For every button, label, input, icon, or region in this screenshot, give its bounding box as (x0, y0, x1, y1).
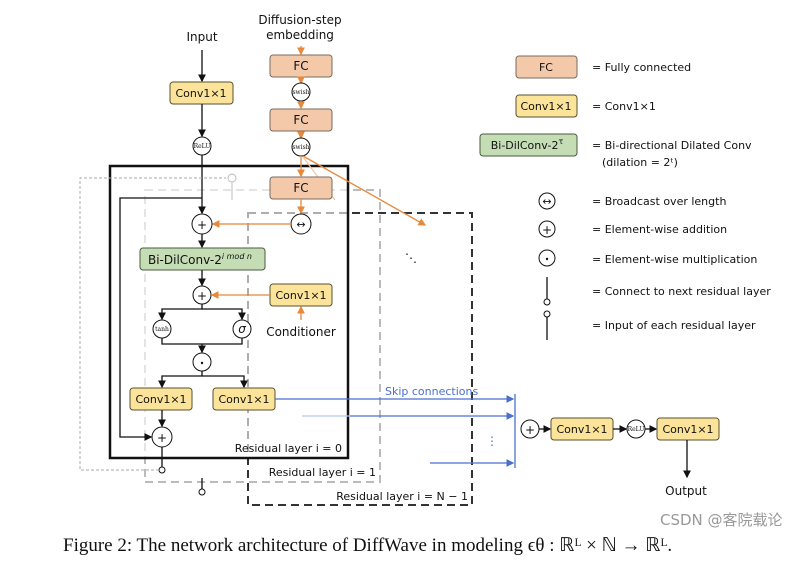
swish-label: swish (292, 89, 309, 96)
embedding-label-2: embedding (266, 28, 334, 42)
skip-conv-label: Conv1×1 (218, 393, 269, 406)
tanh-label: tanh (155, 326, 169, 333)
output-conv-label-2: Conv1×1 (662, 423, 713, 436)
connector-icon (158, 466, 166, 474)
plus-glyph: + (197, 218, 207, 232)
output-label: Output (665, 484, 707, 498)
legend-add-text: = Element-wise addition (592, 223, 727, 236)
watermark: CSDN @客院载论 (660, 511, 783, 529)
fc-label-2: FC (293, 113, 308, 127)
legend-next-text: = Connect to next residual layer (592, 285, 771, 298)
plus-glyph: + (525, 423, 535, 437)
sigma-label: σ (238, 322, 246, 336)
legend-conv-box: Conv1×1 (520, 100, 571, 113)
legend-bidil-text-2: (dilation = 2ᵗ) (602, 156, 678, 169)
skip-connections-label: Skip connections (385, 385, 478, 398)
conditioner-label: Conditioner (266, 325, 336, 339)
residual-layer-0-label: Residual layer i = 0 (235, 442, 342, 455)
svg-text:↔: ↔ (542, 195, 551, 208)
ellipsis: ⋱ (405, 251, 417, 265)
vertical-ellipsis: ⋮ (486, 434, 498, 448)
fc-label-3: FC (293, 181, 308, 195)
relu-label: ReLU (194, 143, 211, 150)
legend: FC = Fully connected Conv1×1 = Conv1×1 B… (479, 55, 771, 340)
bidil-conv-label: Bi-DilConv-2i mod n (148, 252, 252, 267)
residual-conv-box (129, 387, 193, 411)
legend-conv-text: = Conv1×1 (592, 100, 656, 113)
legend-mult-text: = Element-wise multiplication (592, 253, 757, 266)
legend-bidil-box: Bi-DilConv-2τ (491, 137, 564, 152)
residual-layer-1-label: Residual layer i = 1 (269, 466, 376, 479)
plus-glyph: + (197, 289, 207, 303)
legend-fc-text: = Fully connected (592, 61, 691, 74)
figure-caption: Figure 2: The network architecture of Di… (63, 535, 672, 556)
input-label: Input (186, 30, 217, 44)
legend-broadcast-text: = Broadcast over length (592, 195, 726, 208)
svg-text:+: + (542, 223, 552, 237)
broadcast-glyph: ↔ (296, 218, 305, 231)
relu-label-2: ReLU (628, 426, 645, 433)
plus-glyph: + (157, 431, 167, 445)
embedding-label: Diffusion-step (258, 13, 341, 27)
output-conv-box-2 (656, 417, 720, 441)
legend-fc-box: FC (539, 61, 553, 74)
swish-label-2: swish (292, 144, 309, 151)
legend-input-text: = Input of each residual layer (592, 319, 756, 332)
legend-bidil-text: = Bi-directional Dilated Conv (592, 139, 752, 152)
input-conv-label: Conv1×1 (175, 87, 226, 100)
residual-conv-label: Conv1×1 (135, 393, 186, 406)
residual-layer-n-label: Residual layer i = N − 1 (336, 490, 468, 503)
output-conv-label-1: Conv1×1 (556, 423, 607, 436)
residual-layer-0-box (108, 164, 350, 460)
fc-label-1: FC (293, 59, 308, 73)
residual-skip-line (119, 197, 202, 441)
connector-icon (198, 488, 206, 496)
conditioner-conv-label: Conv1×1 (275, 289, 326, 302)
